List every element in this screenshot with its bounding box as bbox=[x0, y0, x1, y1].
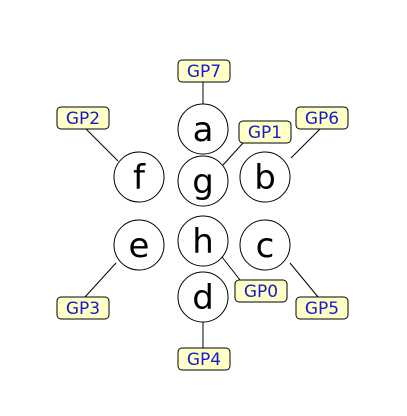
pin-label-box bbox=[295, 296, 349, 320]
segment-letter-a: a bbox=[193, 110, 214, 150]
segment-circle-f bbox=[113, 151, 165, 203]
segment-circle-e bbox=[113, 219, 165, 271]
segment-a: a bbox=[177, 103, 229, 155]
segment-circle-a bbox=[177, 103, 229, 155]
segment-circle-h bbox=[177, 215, 229, 267]
pin-label-box bbox=[295, 106, 349, 130]
segment-circle-d bbox=[177, 271, 229, 323]
segment-c: c bbox=[239, 219, 291, 271]
segment-circle-c bbox=[239, 219, 291, 271]
segment-letter-g: g bbox=[192, 162, 214, 202]
pin-label-gp7: GP7 bbox=[177, 59, 231, 83]
segment-d: d bbox=[177, 271, 229, 323]
pin-label-text: GP3 bbox=[66, 299, 100, 319]
segment-h: h bbox=[177, 215, 229, 267]
pin-label-box bbox=[56, 296, 110, 320]
segments: abc d ef gh bbox=[113, 103, 291, 323]
lead-lines bbox=[84, 82, 321, 348]
pin-label-gp2: GP2 bbox=[56, 106, 110, 130]
lead-line-e bbox=[84, 262, 117, 298]
segment-circle-g bbox=[177, 155, 229, 207]
pin-label-box bbox=[238, 120, 292, 144]
segment-g: g bbox=[177, 155, 229, 207]
lead-line-g bbox=[222, 142, 244, 166]
pin-label-box bbox=[234, 279, 288, 303]
segment-b: b bbox=[239, 151, 291, 203]
pin-label-box bbox=[56, 106, 110, 130]
pin-label-box bbox=[177, 59, 231, 83]
segment-letter-b: b bbox=[254, 158, 276, 198]
pin-label-gp4: GP4 bbox=[177, 347, 231, 371]
segment-f: f bbox=[113, 151, 165, 203]
pin-label-text: GP2 bbox=[66, 109, 100, 129]
pin-label-text: GP0 bbox=[244, 282, 278, 302]
segment-letter-c: c bbox=[256, 226, 275, 266]
segment-letter-f: f bbox=[133, 158, 146, 198]
segment-letter-d: d bbox=[192, 278, 214, 318]
lead-line-b bbox=[290, 128, 321, 159]
pin-label-text: GP4 bbox=[187, 350, 221, 370]
pin-label-gp0: GP0 bbox=[234, 279, 288, 303]
segment-circle-b bbox=[239, 151, 291, 203]
pin-label-box bbox=[177, 347, 231, 371]
lead-line-h bbox=[221, 256, 241, 281]
segment-e: e bbox=[113, 219, 165, 271]
pin-label-gp6: GP6 bbox=[295, 106, 349, 130]
pin-label-gp5: GP5 bbox=[295, 296, 349, 320]
pin-label-gp1: GP1 bbox=[238, 120, 292, 144]
segment-letter-e: e bbox=[129, 226, 150, 266]
pin-label-text: GP5 bbox=[305, 299, 339, 319]
lead-line-f bbox=[85, 128, 119, 162]
pin-label-text: GP7 bbox=[187, 62, 221, 82]
pin-label-text: GP6 bbox=[305, 109, 339, 129]
pin-label-text: GP1 bbox=[248, 123, 282, 143]
lead-line-c bbox=[289, 262, 319, 298]
segment-letter-h: h bbox=[192, 222, 214, 262]
pin-label-gp3: GP3 bbox=[56, 296, 110, 320]
